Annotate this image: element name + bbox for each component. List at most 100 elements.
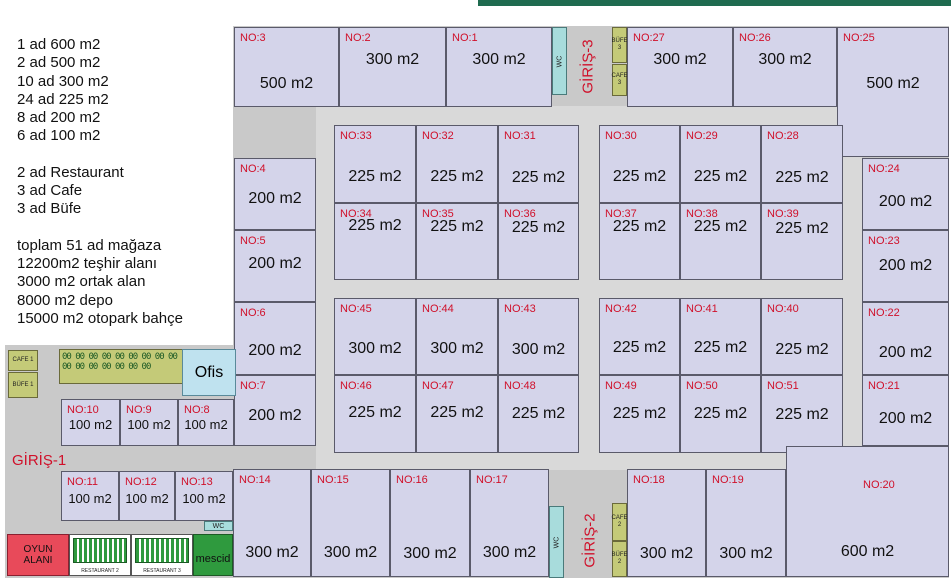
shop-number: NO:50 [686, 380, 718, 392]
shop-number: NO:40 [767, 303, 799, 315]
shop-number: NO:35 [422, 208, 454, 220]
shop-12[interactable]: NO:12 100 m2 [119, 471, 175, 521]
shop-29[interactable]: NO:29 225 m2 [680, 125, 761, 203]
shop-38[interactable]: NO:38 225 m2 [680, 203, 761, 280]
shop-45[interactable]: NO:45 300 m2 [334, 298, 416, 375]
shop-37[interactable]: NO:37 225 m2 [599, 203, 680, 280]
shop-area: 225 m2 [612, 168, 667, 185]
shop-1[interactable]: NO:1 300 m2 [446, 27, 552, 107]
shop-number: NO:22 [868, 307, 900, 319]
legend-line: 15000 m2 otopark bahçe [17, 309, 183, 327]
shop-number: NO:4 [240, 163, 266, 175]
bufe-1: BÜFE 1 [8, 372, 38, 398]
shop-area: 300 m2 [348, 340, 402, 357]
shop-area: 100 m2 [182, 491, 226, 506]
bufe-3: BÜFE 3 [612, 27, 628, 63]
office-label: Ofis [194, 363, 224, 381]
bufe-2: BÜFE 2 [611, 541, 628, 577]
shop-24[interactable]: NO:24 200 m2 [862, 158, 949, 230]
legend-line: 2 ad Restaurant [17, 163, 124, 181]
shop-area: 225 m2 [612, 405, 667, 422]
legend-line: 3000 m2 ortak alan [17, 273, 146, 291]
cafe-2-label: CAFE 2 [611, 515, 628, 528]
shop-number: NO:9 [126, 404, 152, 416]
shop-19[interactable]: NO:19 300 m2 [706, 469, 786, 577]
shop-32[interactable]: NO:32 225 m2 [416, 125, 498, 203]
legend-line: 10 ad 300 m2 [17, 72, 109, 90]
bufe-2-label: BÜFE 2 [611, 552, 628, 565]
shop-6[interactable]: NO:6 200 m2 [234, 302, 316, 375]
shop-area: 200 m2 [878, 257, 933, 274]
shop-area: 225 m2 [430, 168, 484, 185]
shop-13[interactable]: NO:13 100 m2 [175, 471, 233, 521]
shop-number: NO:21 [868, 380, 900, 392]
shop-43[interactable]: NO:43 300 m2 [498, 298, 579, 375]
shop-number: NO:32 [422, 130, 454, 142]
shop-48[interactable]: NO:48 225 m2 [498, 375, 579, 453]
shop-area: 225 m2 [775, 341, 829, 358]
shop-number: NO:12 [125, 476, 157, 488]
entrance-2: GİRİŞ-2 [581, 513, 599, 568]
shop-area: 300 m2 [403, 545, 457, 562]
cafe-3: CAFE 3 [612, 64, 628, 96]
shop-41[interactable]: NO:41 225 m2 [680, 298, 761, 375]
legend-line: 8 ad 200 m2 [17, 109, 101, 127]
shop-28[interactable]: NO:28 225 m2 [761, 125, 843, 203]
shop-26[interactable]: NO:26 300 m2 [733, 27, 837, 107]
shop-7[interactable]: NO:7 200 m2 [234, 375, 316, 446]
shop-16[interactable]: NO:16 300 m2 [390, 469, 470, 577]
shop-47[interactable]: NO:47 225 m2 [416, 375, 498, 453]
shop-49[interactable]: NO:49 225 m2 [599, 375, 680, 453]
shop-31[interactable]: NO:31 225 m2 [498, 125, 579, 203]
shop-2[interactable]: NO:2 300 m2 [339, 27, 446, 107]
shop-40[interactable]: NO:40 225 m2 [761, 298, 843, 375]
shop-39[interactable]: NO:39 225 m2 [761, 203, 843, 280]
shop-35[interactable]: NO:35 225 m2 [416, 203, 498, 280]
shop-10[interactable]: NO:10 100 m2 [61, 399, 120, 446]
shop-44[interactable]: NO:44 300 m2 [416, 298, 498, 375]
shop-36[interactable]: NO:36 225 m2 [498, 203, 579, 280]
shop-25[interactable]: NO:25 500 m2 [837, 27, 949, 157]
shop-30[interactable]: NO:30 225 m2 [599, 125, 680, 203]
shop-number: NO:14 [239, 474, 271, 486]
shop-46[interactable]: NO:46 225 m2 [334, 375, 416, 453]
shop-27[interactable]: NO:27 300 m2 [627, 27, 733, 107]
shop-number: NO:36 [504, 208, 536, 220]
shop-42[interactable]: NO:42 225 m2 [599, 298, 680, 375]
office: Ofis [182, 349, 236, 396]
shop-18[interactable]: NO:18 300 m2 [627, 469, 706, 577]
shop-number: NO:8 [184, 404, 210, 416]
shop-area: 225 m2 [511, 219, 566, 236]
shop-number: NO:10 [67, 404, 99, 416]
shop-33[interactable]: NO:33 225 m2 [334, 125, 416, 203]
shop-3[interactable]: NO:3 500 m2 [234, 27, 339, 107]
cafe-1: CAFE 1 [8, 350, 38, 371]
shop-number: NO:23 [868, 235, 900, 247]
shop-area: 225 m2 [775, 169, 829, 186]
shop-area: 500 m2 [866, 75, 920, 92]
shop-area: 225 m2 [693, 168, 748, 185]
shop-21[interactable]: NO:21 200 m2 [862, 375, 949, 446]
restaurant-2: RESTAURANT 2 [69, 534, 131, 576]
restaurant-3-label: RESTAURANT 3 [143, 568, 181, 574]
shop-23[interactable]: NO:23 200 m2 [862, 230, 949, 302]
shop-17[interactable]: NO:17 300 m2 [470, 469, 549, 577]
shop-14[interactable]: NO:14 300 m2 [233, 469, 311, 577]
shop-number: NO:24 [868, 163, 900, 175]
shop-34[interactable]: NO:34 225 m2 [334, 203, 416, 280]
shop-5[interactable]: NO:5 200 m2 [234, 230, 316, 302]
shop-51[interactable]: NO:51 225 m2 [761, 375, 843, 453]
brand-bar [478, 0, 951, 6]
shop-9[interactable]: NO:9 100 m2 [120, 399, 178, 446]
shop-number: NO:42 [605, 303, 637, 315]
shop-number: NO:39 [767, 208, 799, 220]
shop-4[interactable]: NO:4 200 m2 [234, 158, 316, 230]
shop-number: NO:1 [452, 32, 478, 44]
shop-15[interactable]: NO:15 300 m2 [311, 469, 390, 577]
shop-20[interactable]: NO:20 600 m2 [786, 446, 949, 577]
shop-50[interactable]: NO:50 225 m2 [680, 375, 761, 453]
shop-number: NO:31 [504, 130, 536, 142]
shop-8[interactable]: NO:8 100 m2 [178, 399, 234, 446]
shop-11[interactable]: NO:11 100 m2 [61, 471, 119, 521]
shop-22[interactable]: NO:22 200 m2 [862, 302, 949, 375]
